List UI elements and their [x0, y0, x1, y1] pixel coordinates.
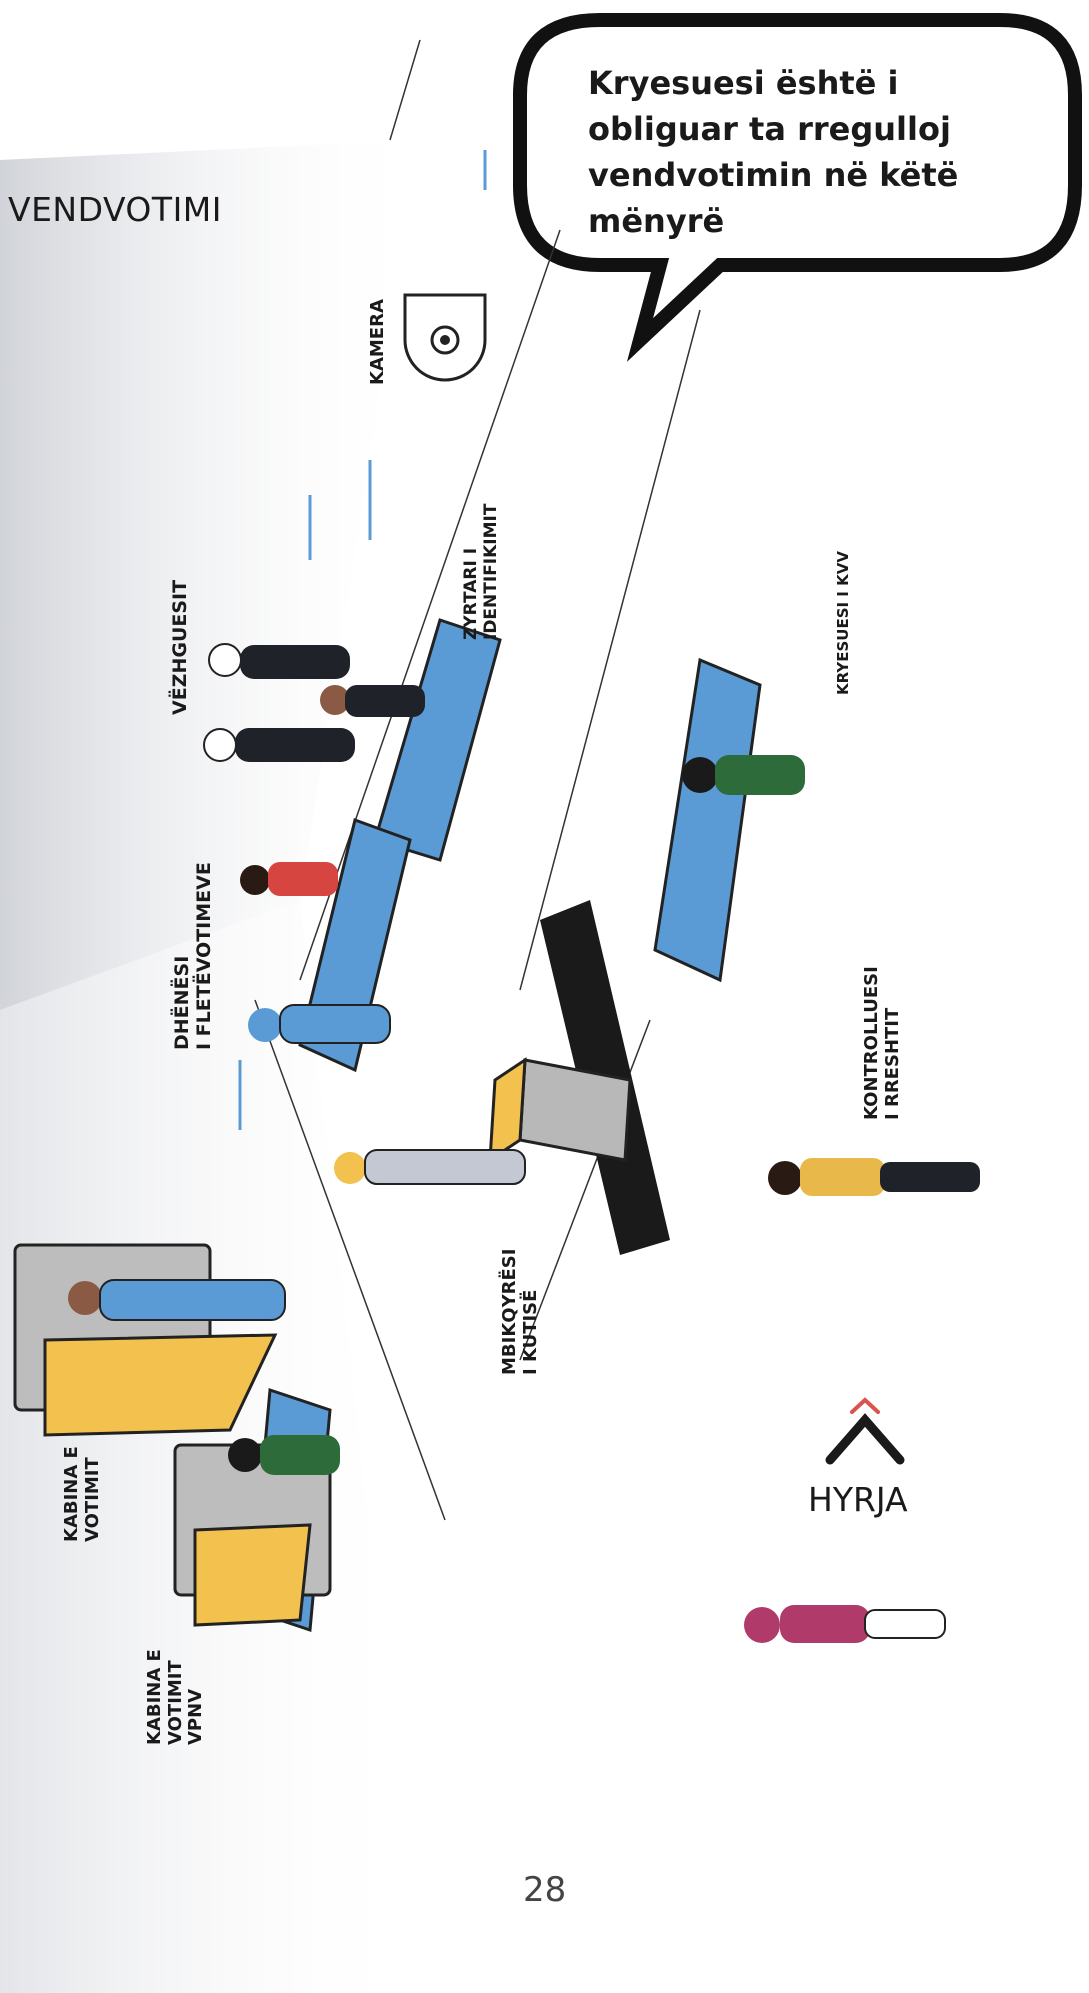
person-voter-at-issuer	[248, 1005, 390, 1043]
person-chair	[682, 755, 805, 795]
label-entrance: HYRJA	[808, 1480, 908, 1519]
person-observer-2	[204, 728, 355, 762]
person-ballot-issuer	[240, 862, 338, 896]
table-id-officer	[375, 620, 500, 860]
label-queue-controller-line1: KONTROLLUESI	[862, 966, 883, 1120]
label-ballot-issuer: DHËNËSI I FLETËVOTIMEVE	[172, 862, 216, 1050]
page-number: 28	[523, 1870, 566, 1910]
label-ballot-issuer-line2: I FLETËVOTIMEVE	[194, 862, 216, 1050]
table-chair	[655, 660, 760, 980]
label-voting-booth-line1: KABINA E	[62, 1446, 83, 1542]
label-id-officer: ZYRTARI I IDENTIFIKIMIT	[462, 504, 501, 640]
label-queue-controller: KONTROLLUESI I RRESHTIT	[862, 966, 903, 1120]
person-queue-controller	[768, 1158, 980, 1196]
chevron-up-icon	[830, 1400, 900, 1460]
camera-icon	[405, 295, 485, 380]
speech-bubble-text: Kryesuesi është i obliguar ta rregulloj …	[588, 60, 1058, 244]
label-voting-booth: KABINA E VOTIMIT	[62, 1446, 103, 1542]
label-voting-booth-vpnv: KABINA E VOTIMIT VPNV	[145, 1649, 207, 1745]
person-vpnv-voter	[228, 1435, 340, 1475]
label-chair: KRYESUESI I KVV	[835, 551, 852, 695]
page-title: VENDVOTIMI	[8, 190, 222, 229]
ballot-box	[490, 1060, 630, 1160]
label-id-officer-line1: ZYRTARI I	[462, 504, 482, 640]
label-box-supervisor-line2: I KUTISË	[521, 1249, 542, 1375]
label-camera: KAMERA	[368, 299, 389, 385]
label-box-supervisor-line1: MBIKQYRËSI	[500, 1249, 521, 1375]
person-observer-1	[209, 644, 350, 679]
label-box-supervisor: MBIKQYRËSI I KUTISË	[500, 1249, 541, 1375]
label-queue-controller-line2: I RRESHTIT	[883, 966, 904, 1120]
person-entering	[744, 1605, 945, 1643]
label-vpnv-line1: KABINA E	[145, 1649, 166, 1745]
label-vpnv-line2: VOTIMIT	[166, 1649, 187, 1745]
label-observers: VËZHGUESIT	[170, 580, 192, 715]
label-voting-booth-line2: VOTIMIT	[83, 1446, 104, 1542]
label-id-officer-line2: IDENTIFIKIMIT	[482, 504, 502, 640]
person-box-supervisor	[334, 1150, 525, 1184]
label-ballot-issuer-line1: DHËNËSI	[172, 862, 194, 1050]
label-vpnv-line3: VPNV	[186, 1649, 207, 1745]
person-id-officer	[320, 685, 425, 717]
